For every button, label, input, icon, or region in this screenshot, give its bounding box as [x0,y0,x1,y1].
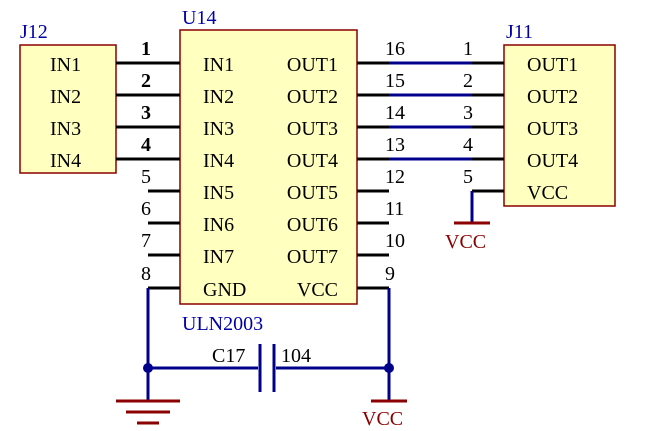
vcc-bottom-label: VCC [362,408,403,430]
u14-pin-num-5: 5 [141,166,151,188]
j12-pin-num-3: 3 [141,102,151,124]
u14-part: ULN2003 [182,313,263,335]
bottom-circuit: C17 104 VCC [116,288,407,430]
c17-ref: C17 [212,345,245,367]
j11-pin-label-3: OUT3 [527,118,578,140]
j11-pin-num-4: 4 [463,134,473,156]
u14-right-label-4: OUT4 [287,150,338,172]
u14-right-label-8: VCC [297,279,338,301]
u14-right-label-1: OUT1 [287,54,338,76]
j12-body [19,44,117,174]
u14-pins [148,61,389,290]
u14-pin-num-15: 15 [385,70,405,92]
j12-pin-num-4: 4 [141,134,151,156]
j12-pin-label-3: IN3 [50,118,81,140]
j11-pin-label-2: OUT2 [527,86,578,108]
u14-right-label-3: OUT3 [287,118,338,140]
u14-pin-num-8: 8 [141,263,151,285]
u14-pin-num-12: 12 [385,166,405,188]
u14-left-label-4: IN4 [203,150,234,172]
j11-vcc-label: VCC [445,231,486,253]
j12-pin-numbers: 1 2 3 4 [141,38,151,156]
u14-left-pin-numbers: 5 6 7 8 [141,166,151,285]
j11-pin-num-2: 2 [463,70,473,92]
u14-ic: U14 ULN2003 IN1 IN2 IN3 IN4 IN5 IN6 IN7 … [179,7,358,335]
j11-pins [472,61,504,193]
j11-pin-num-1: 1 [463,38,473,60]
output-wires [389,61,472,161]
j12-pin-label-2: IN2 [50,86,81,108]
c17-value: 104 [281,345,311,367]
j11-pin-label-4: OUT4 [527,150,578,172]
j12-pin-num-1: 1 [141,38,151,60]
u14-left-label-2: IN2 [203,86,234,108]
u14-left-label-3: IN3 [203,118,234,140]
u14-right-label-5: OUT5 [287,182,338,204]
u14-left-label-8: GND [203,279,246,301]
j11-ref: J11 [506,21,533,43]
u14-right-label-7: OUT7 [287,246,338,268]
j12-pin-num-2: 2 [141,70,151,92]
u14-ref: U14 [182,7,216,29]
j11-body [503,44,616,207]
j11-pin-num-5: 5 [463,166,473,188]
u14-right-label-6: OUT6 [287,214,338,236]
j12-pin-label-1: IN1 [50,54,81,76]
junction-dot-left [143,363,153,373]
u14-right-label-2: OUT2 [287,86,338,108]
j11-pin-num-3: 3 [463,102,473,124]
j12-pins [116,61,148,161]
u14-left-label-7: IN7 [203,246,234,268]
u14-left-label-5: IN5 [203,182,234,204]
j12-pin-label-4: IN4 [50,150,81,172]
u14-pin-num-6: 6 [141,198,151,220]
j12-ref: J12 [20,21,48,43]
u14-left-label-6: IN6 [203,214,234,236]
u14-pin-num-7: 7 [141,230,151,252]
u14-pin-num-9: 9 [385,263,395,285]
j11-pin-label-5: VCC [527,182,568,204]
ground-icon [116,399,180,425]
j11-pin-label-1: OUT1 [527,54,578,76]
u14-right-pin-numbers: 16 15 14 13 12 11 10 9 [385,38,405,285]
j11-connector: J11 1 2 3 4 5 OUT1 OUT2 OUT3 OUT4 VCC [463,21,616,207]
u14-pin-num-13: 13 [385,134,405,156]
u14-pin-num-10: 10 [385,230,405,252]
u14-left-label-1: IN1 [203,54,234,76]
u14-pin-num-14: 14 [385,102,405,124]
u14-pin-num-16: 16 [385,38,405,60]
u14-pin-num-11: 11 [385,198,404,220]
j12-connector: J12 IN1 IN2 IN3 IN4 [19,21,117,174]
j11-vcc-symbol: VCC [445,191,490,253]
junction-dot-right [384,363,394,373]
u14-body [179,29,358,305]
